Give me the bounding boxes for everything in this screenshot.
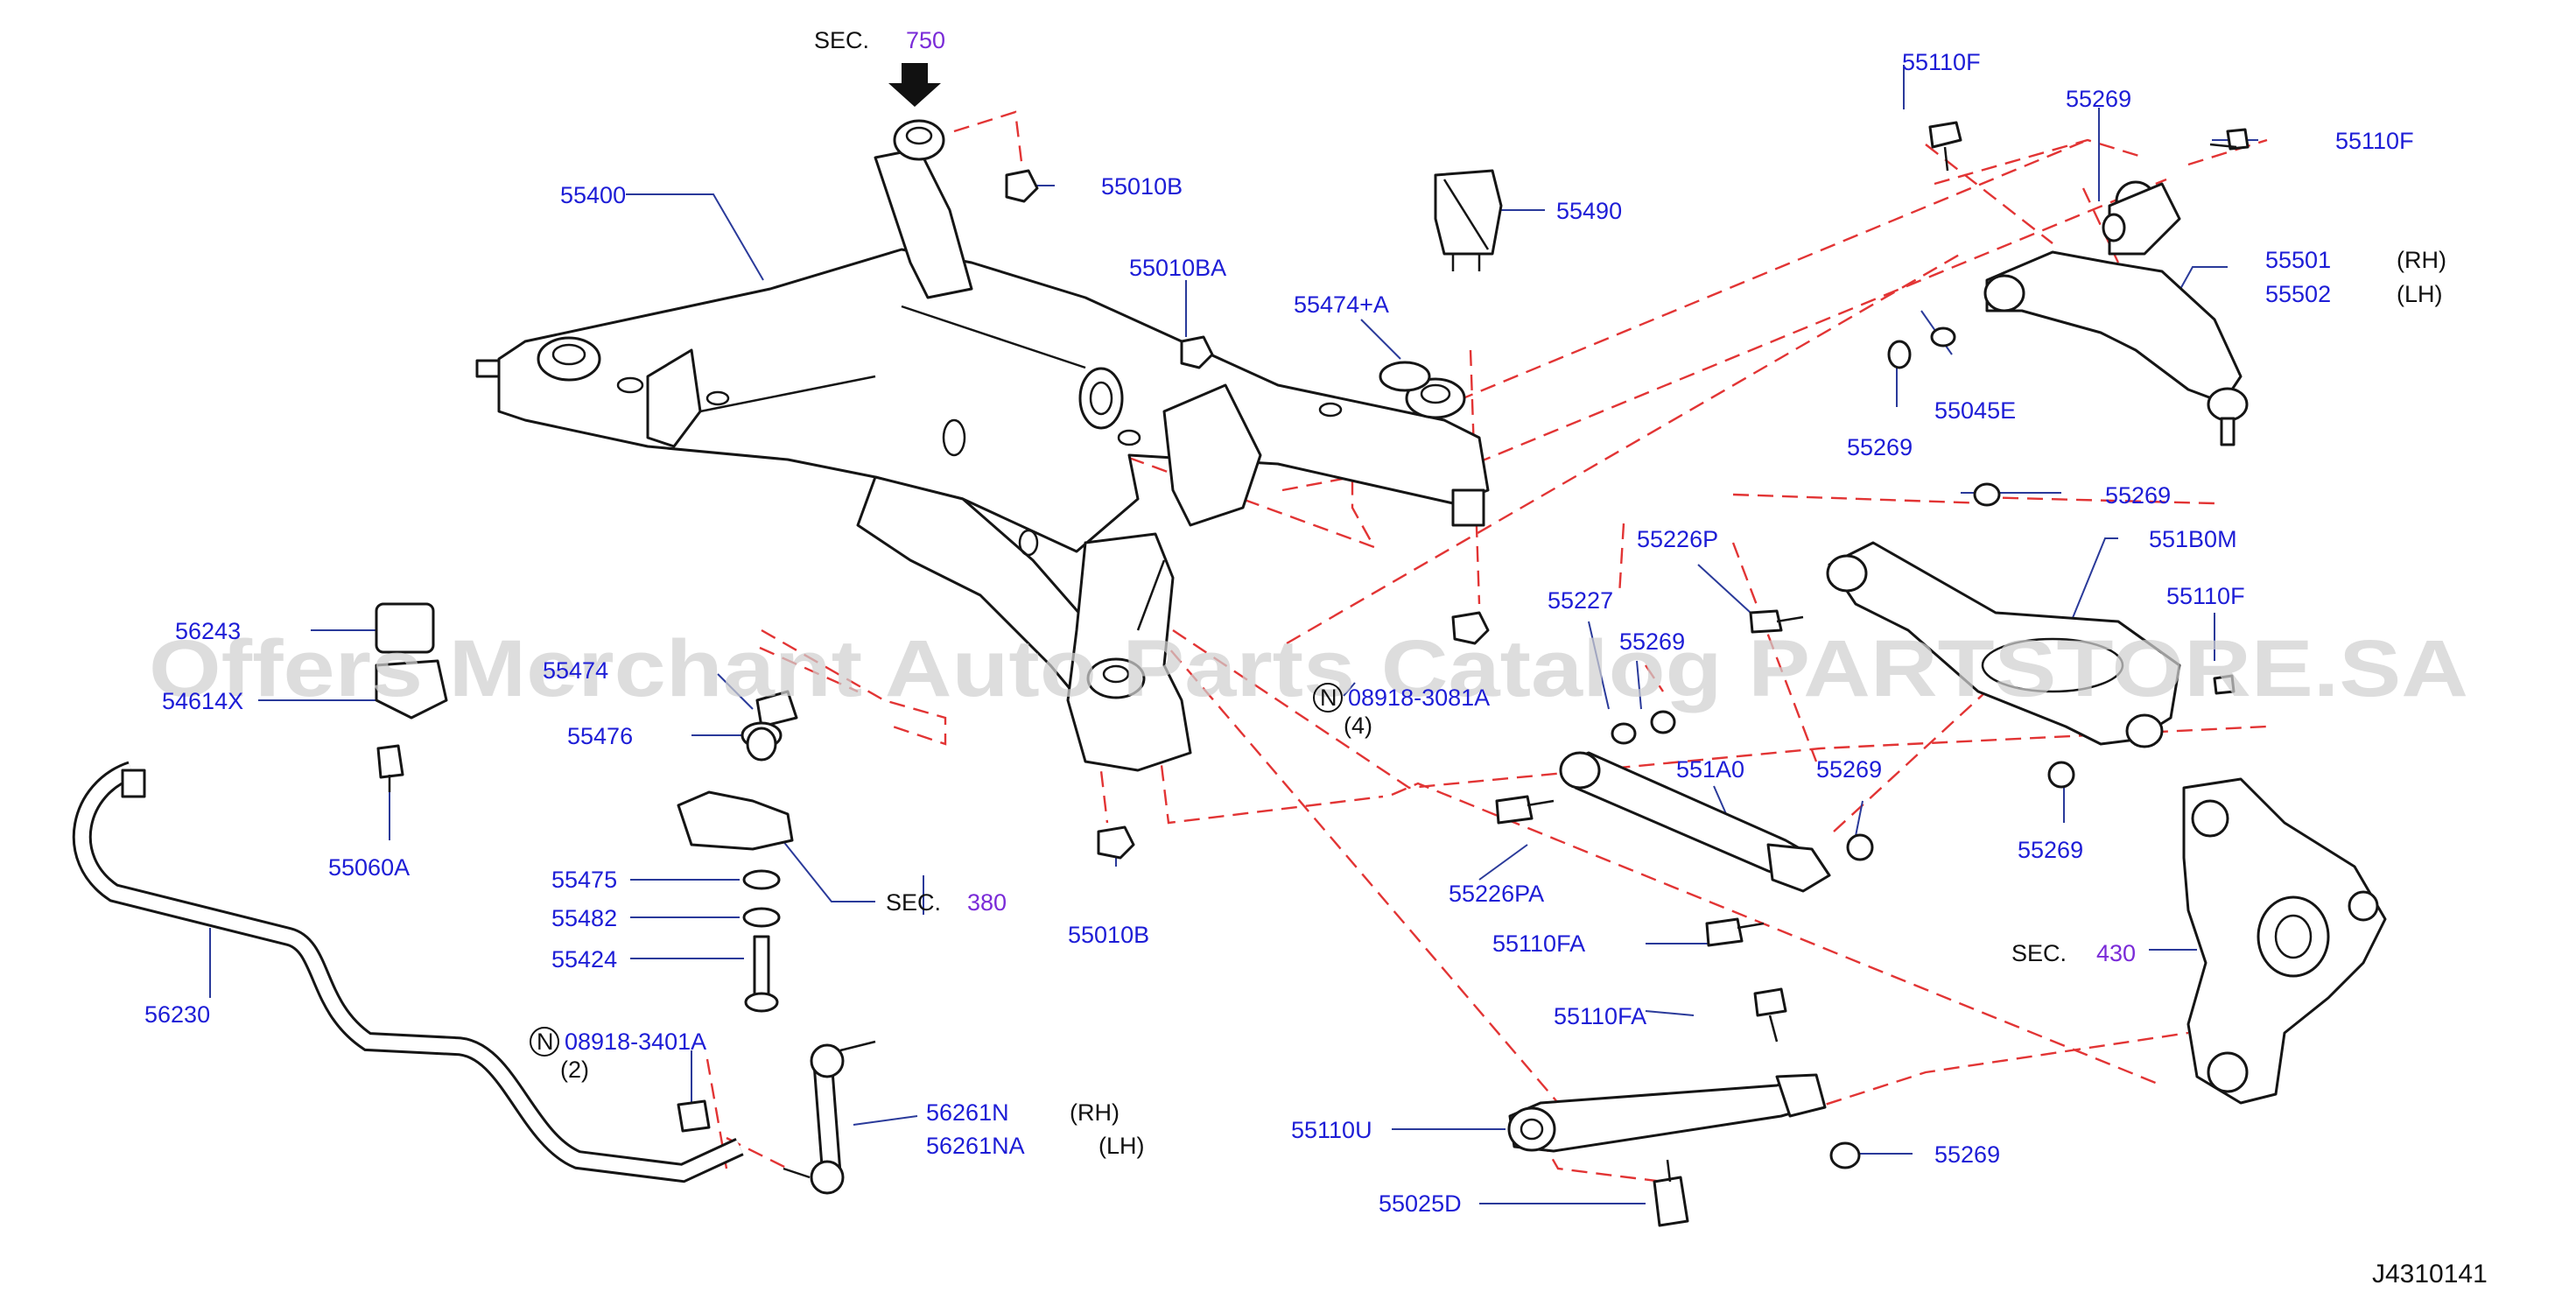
washer-55474a — [1379, 361, 1431, 392]
label-55269-b[interactable]: 55269 — [1847, 434, 1913, 460]
n-mark-text-2: N — [537, 1029, 554, 1055]
label-rh-1: (RH) — [2397, 247, 2446, 273]
label-55269-d[interactable]: 55269 — [1619, 628, 1685, 655]
label-55482[interactable]: 55482 — [551, 905, 617, 931]
label-55269-e[interactable]: 55269 — [1816, 756, 1882, 783]
label-55010ba[interactable]: 55010BA — [1129, 255, 1226, 281]
label-qty-4: (4) — [1344, 713, 1372, 739]
label-55474a[interactable]: 55474+A — [1294, 291, 1389, 318]
label-55110f-b[interactable]: 55110F — [2335, 128, 2414, 154]
label-55269-g[interactable]: 55269 — [1934, 1141, 2000, 1168]
sec-750-prefix[interactable]: SEC. — [814, 27, 869, 53]
label-lh-2: (LH) — [1098, 1133, 1145, 1159]
label-56261n[interactable]: 56261N — [926, 1099, 1009, 1126]
upper-link-arm — [1983, 180, 2249, 446]
lower-control-arm-551b0m — [1826, 541, 2181, 748]
small-nuts — [1611, 213, 2126, 1169]
label-55227[interactable]: 55227 — [1548, 587, 1613, 614]
label-55110f-a[interactable]: 55110F — [1902, 49, 1981, 75]
rear-subframe — [475, 119, 1490, 772]
label-55045e[interactable]: 55045E — [1934, 397, 2016, 424]
label-56261na[interactable]: 56261NA — [926, 1133, 1025, 1159]
label-08918-3081a[interactable]: 08918-3081A — [1348, 685, 1490, 711]
label-55502[interactable]: 55502 — [2265, 281, 2331, 307]
label-55269-a[interactable]: 55269 — [2066, 86, 2131, 112]
part-labels: SEC. 750 55400 55010B 55010BA 55490 5547… — [144, 27, 2488, 1288]
label-55226pa[interactable]: 55226PA — [1449, 881, 1544, 907]
label-55110fa-b[interactable]: 55110FA — [1554, 1003, 1646, 1029]
label-55474[interactable]: 55474 — [543, 657, 608, 684]
label-56230[interactable]: 56230 — [144, 1001, 210, 1028]
n-mark-icon — [1313, 683, 1343, 713]
n-mark-icon-2 — [530, 1027, 559, 1057]
nuts-subframe — [1005, 169, 1490, 860]
bolts-55110f — [1928, 121, 2250, 172]
bolts-rear-link — [1653, 987, 1787, 1227]
label-54614x[interactable]: 54614X — [162, 688, 243, 714]
label-55110f-c[interactable]: 55110F — [2166, 583, 2245, 609]
bolts-lower-arm — [1495, 609, 2236, 947]
sec-430-prefix[interactable]: SEC. — [2011, 940, 2067, 966]
label-56243[interactable]: 56243 — [175, 618, 241, 644]
label-55110fa-a[interactable]: 55110FA — [1492, 930, 1585, 957]
sec-750-number[interactable]: 750 — [906, 27, 945, 53]
sec-380-prefix[interactable]: SEC. — [886, 889, 941, 916]
label-08918-3401a[interactable]: 08918-3401A — [565, 1029, 706, 1055]
label-qty-2: (2) — [560, 1057, 589, 1083]
label-551a0[interactable]: 551A0 — [1676, 756, 1744, 783]
label-55010b-top[interactable]: 55010B — [1101, 173, 1183, 200]
knuckle-sec430 — [2182, 777, 2387, 1105]
dashed-lines — [705, 110, 2268, 1183]
mount-stack — [677, 690, 798, 1013]
label-55060a[interactable]: 55060A — [328, 854, 410, 881]
watermark: Offers Merchant Auto Parts Catalog PARTS… — [149, 624, 2468, 713]
stabilizer-link — [677, 1040, 876, 1195]
rear-link-55110u — [1507, 1073, 1827, 1153]
lateral-link-551a0 — [1559, 751, 1831, 893]
label-55269-c[interactable]: 55269 — [2105, 482, 2171, 509]
n-mark-text: N — [1320, 685, 1337, 711]
label-55475[interactable]: 55475 — [551, 867, 617, 893]
stabilizer-bushing — [375, 602, 448, 792]
label-55501[interactable]: 55501 — [2265, 247, 2331, 273]
stabilizer-bar-56230 — [72, 761, 744, 1183]
label-55269-f[interactable]: 55269 — [2018, 837, 2083, 863]
label-55476[interactable]: 55476 — [567, 723, 633, 749]
label-55226p[interactable]: 55226P — [1637, 526, 1718, 552]
diagram-reference-code: J4310141 — [2372, 1260, 2488, 1288]
label-55424[interactable]: 55424 — [551, 946, 617, 972]
arrow-up-icon — [888, 63, 941, 107]
label-55025d[interactable]: 55025D — [1379, 1190, 1462, 1217]
label-rh-2: (RH) — [1070, 1099, 1120, 1126]
label-55110u[interactable]: 55110U — [1291, 1117, 1372, 1143]
sec-380-number[interactable]: 380 — [967, 889, 1007, 916]
label-55490[interactable]: 55490 — [1556, 198, 1622, 224]
label-551b0m[interactable]: 551B0M — [2149, 526, 2237, 552]
label-55010b-bottom[interactable]: 55010B — [1068, 922, 1149, 948]
label-lh-1: (LH) — [2397, 281, 2443, 307]
bump-stop-55490 — [1434, 169, 1503, 271]
sec-430-number[interactable]: 430 — [2096, 940, 2136, 966]
label-55400[interactable]: 55400 — [560, 182, 626, 208]
